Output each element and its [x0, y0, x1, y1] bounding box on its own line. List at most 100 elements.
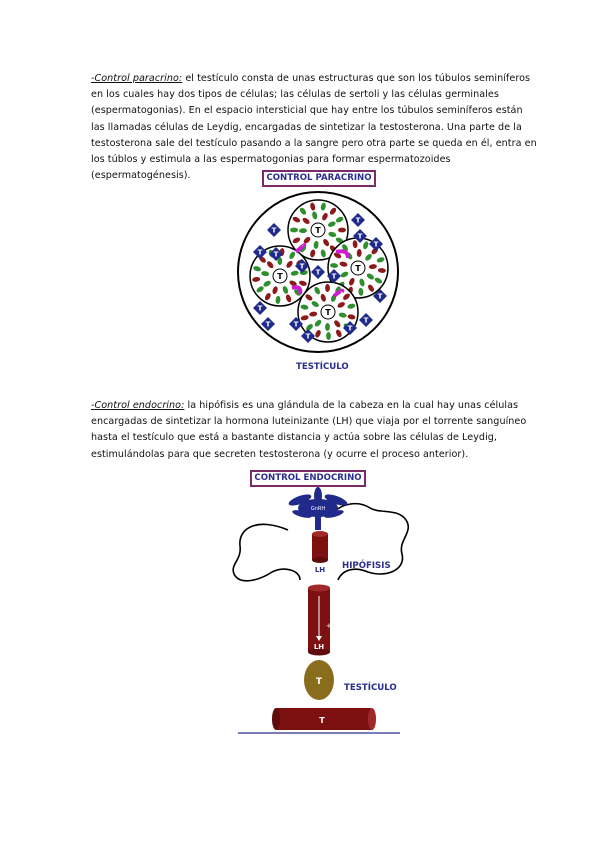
germ-cell — [299, 228, 307, 234]
germ-cell — [356, 249, 362, 257]
lh-top-label: LH — [315, 566, 325, 574]
leydig-cell: T — [295, 259, 309, 273]
endocrine-diagram: GnRH LH HIPÓFISIS + LH T TESTÍCULO T — [232, 487, 409, 734]
germ-cell — [290, 270, 299, 276]
leydig-marker: T — [364, 317, 369, 325]
germ-cell — [333, 252, 342, 259]
seminiferous-tubule: T — [249, 245, 311, 307]
germ-cell — [377, 268, 386, 273]
germ-cell — [349, 277, 355, 286]
germ-cell — [334, 320, 341, 328]
paracrine-caption: TESTÍCULO — [296, 362, 349, 372]
germ-cell — [253, 266, 261, 272]
germ-cell — [322, 212, 328, 221]
leydig-cell: T — [327, 269, 341, 283]
germ-cell — [347, 303, 356, 309]
germ-cell — [252, 276, 261, 282]
lh-bottom-label: LH — [314, 643, 324, 651]
germ-cell — [310, 202, 316, 211]
germ-cell — [335, 216, 344, 223]
paracrine-arrow — [335, 249, 350, 259]
germ-cell — [320, 293, 326, 302]
germ-cell — [338, 312, 347, 318]
germ-cell — [314, 286, 321, 295]
leydig-marker: T — [300, 263, 305, 271]
germ-cell — [289, 251, 296, 259]
germ-cell — [267, 261, 274, 269]
pituitary-cylinder — [312, 531, 328, 563]
testis-oval-label: T — [316, 677, 323, 687]
leydig-marker: T — [348, 325, 353, 333]
germ-cell — [320, 249, 326, 258]
germ-cell — [275, 295, 281, 304]
germ-cell — [263, 280, 271, 287]
germ-cell — [290, 227, 298, 233]
endocrine-figure: CONTROL ENDOCRINO GnRH LH HIPÓFISIS — [230, 468, 420, 740]
germ-cell — [335, 237, 344, 244]
leydig-marker: T — [374, 241, 379, 249]
germ-cell — [325, 284, 330, 292]
blood-vessel — [308, 584, 330, 656]
paracrine-figure-title: CONTROL PARACRINO — [262, 170, 376, 187]
leydig-cell: T — [253, 245, 267, 259]
leydig-marker: T — [258, 305, 263, 313]
paracrine-arrow — [291, 285, 303, 295]
germ-cell — [365, 253, 372, 261]
germ-cell — [376, 257, 385, 263]
leydig-cell: T — [359, 313, 373, 327]
leydig-marker: T — [316, 269, 321, 277]
endocrine-paragraph: -Control endocrino: la hipófisis es una … — [91, 398, 539, 463]
paracrine-heading: -Control paracrino: — [91, 73, 183, 84]
germ-cell — [358, 287, 364, 296]
endocrine-heading: -Control endocrino: — [91, 400, 185, 411]
germ-cell — [368, 264, 377, 270]
leydig-marker: T — [356, 217, 361, 225]
endocrine-text: la hipófisis es una glándula de la cabez… — [91, 400, 527, 460]
leydig-cell: T — [261, 317, 275, 331]
germ-cell — [329, 207, 337, 215]
germ-cell — [310, 249, 316, 258]
germ-cell — [328, 231, 337, 237]
germ-cell — [314, 319, 322, 327]
paracrine-paragraph: -Control paracrino: el testículo consta … — [91, 71, 539, 184]
tubule-marker: T — [315, 226, 321, 235]
germ-cell — [261, 271, 270, 277]
germ-cell — [286, 260, 293, 268]
germ-cell — [343, 293, 350, 300]
germ-cell — [264, 293, 271, 301]
leydig-marker: T — [332, 273, 337, 281]
leydig-marker: T — [378, 293, 383, 301]
germ-cell — [282, 286, 289, 294]
germ-cell — [277, 257, 283, 265]
germ-cell — [335, 329, 342, 338]
germ-cell — [305, 294, 313, 301]
germ-cell — [272, 286, 278, 295]
tubule-marker: T — [277, 272, 283, 281]
leydig-marker: T — [272, 227, 277, 235]
leydig-marker: T — [258, 249, 263, 257]
plus-sign: + — [326, 622, 332, 630]
endocrine-figure-title: CONTROL ENDOCRINO — [250, 470, 366, 487]
leydig-marker: T — [358, 233, 363, 241]
germ-cell — [363, 241, 369, 250]
leydig-cell: T — [301, 329, 315, 343]
germ-cell — [347, 314, 356, 320]
germ-cell — [300, 315, 309, 321]
leydig-cell: T — [353, 229, 367, 243]
germ-cell — [359, 278, 365, 287]
germ-cell — [340, 271, 349, 278]
germ-cell — [315, 330, 321, 338]
tubule-marker: T — [355, 264, 361, 273]
testis-oval — [304, 660, 334, 700]
germ-cell — [320, 202, 326, 211]
germ-cell — [303, 236, 311, 244]
germ-cell — [292, 216, 301, 223]
leydig-cell: T — [373, 289, 387, 303]
germ-cell — [312, 211, 318, 220]
germ-cell — [313, 240, 319, 249]
germ-cell — [300, 304, 309, 310]
testiculo-label: TESTÍCULO — [344, 681, 397, 693]
germ-cell — [311, 301, 319, 308]
